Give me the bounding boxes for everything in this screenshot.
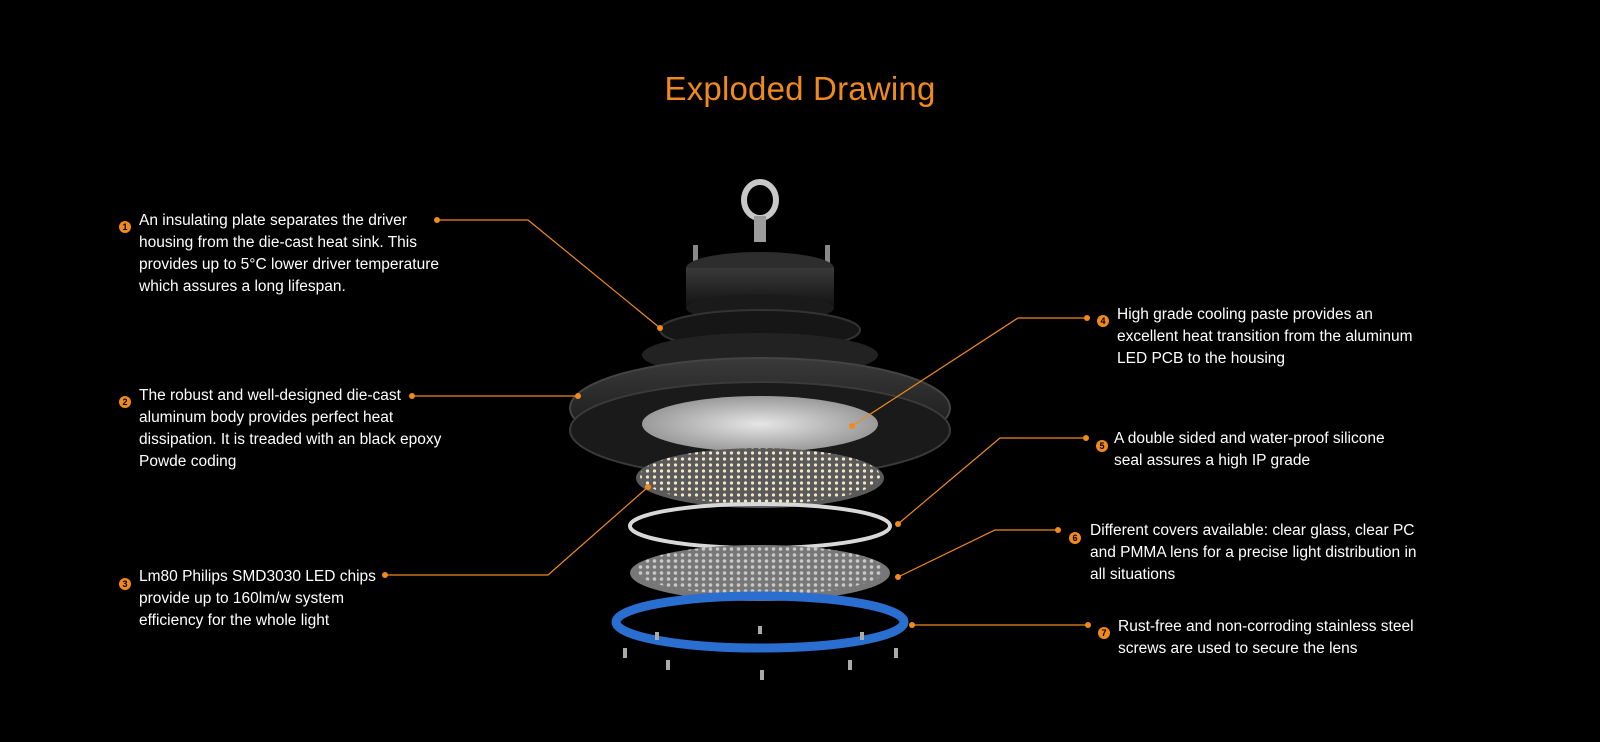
callout-number-5: 5	[1096, 440, 1108, 452]
callout-text-4: High grade cooling paste provides an exc…	[1117, 306, 1413, 367]
callout-number-7: 7	[1098, 627, 1110, 639]
callout-number-6: 6	[1069, 532, 1081, 544]
callout-text-5: A double sided and water-proof silicone …	[1114, 430, 1385, 469]
lens-ring	[611, 591, 909, 653]
callout-text-1: An insulating plate separates the driver…	[139, 212, 439, 295]
leader-lines	[385, 219, 1088, 626]
callout-text-2: The robust and well-designed die-cast al…	[139, 387, 442, 470]
callout-number-4: 4	[1097, 315, 1109, 327]
stainless-screws	[623, 626, 898, 680]
callout-number-1: 1	[119, 221, 131, 233]
hanging-hook	[741, 179, 779, 242]
leader-dots	[382, 217, 1091, 628]
silicone-seal	[628, 502, 892, 550]
callout-number-2: 2	[119, 396, 131, 408]
heat-sink-body	[569, 333, 951, 479]
led-pcb	[636, 448, 884, 508]
callout-number-3: 3	[119, 578, 131, 590]
callout-text-6: Different covers available: clear glass,…	[1090, 522, 1417, 583]
lens-cover	[630, 545, 890, 601]
page-title: Exploded Drawing	[664, 70, 936, 107]
callout-text-3: Lm80 Philips SMD3030 LED chips provide u…	[139, 568, 376, 629]
callout-text-7: Rust-free and non-corroding stainless st…	[1118, 618, 1414, 657]
